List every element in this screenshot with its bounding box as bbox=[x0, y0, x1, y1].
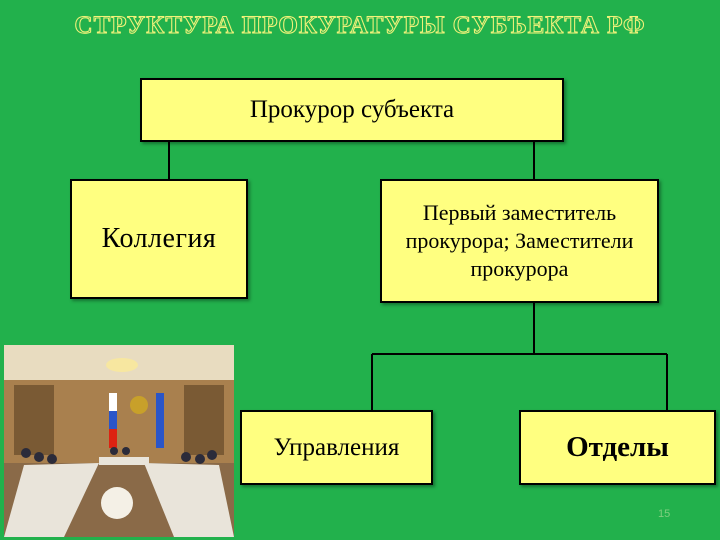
photo-table-head bbox=[99, 457, 149, 465]
node-deputies-label: Первый заместитель прокурора; Заместител… bbox=[405, 200, 634, 281]
photo-people bbox=[21, 447, 217, 464]
node-departments: Отделы bbox=[519, 410, 716, 485]
photo-table-right bbox=[144, 463, 234, 537]
meeting-room-photo bbox=[4, 345, 234, 537]
node-prosecutor: Прокурор субъекта bbox=[140, 78, 564, 142]
node-departments-label: Отделы bbox=[566, 431, 669, 463]
node-collegium-label: Коллегия bbox=[101, 223, 217, 254]
slide-title: СТРУКТУРА ПРОКУРАТУРЫ СУБЪЕКТА РФ bbox=[74, 12, 646, 40]
photo-banner bbox=[156, 393, 164, 448]
photo-emblem bbox=[130, 396, 148, 414]
photo-door-right bbox=[184, 385, 224, 455]
photo-chandelier bbox=[106, 358, 138, 372]
node-deputies: Первый заместитель прокурора; Заместител… bbox=[380, 179, 659, 303]
page-number: 15 bbox=[658, 508, 671, 520]
photo-door-left bbox=[14, 385, 54, 455]
node-prosecutor-label: Прокурор субъекта bbox=[249, 96, 455, 123]
node-directorates-label: Управления bbox=[273, 433, 400, 461]
photo-flowers bbox=[101, 487, 133, 519]
node-directorates: Управления bbox=[240, 410, 433, 485]
photo-table-left bbox=[4, 463, 99, 537]
node-collegium: Коллегия bbox=[70, 179, 248, 299]
